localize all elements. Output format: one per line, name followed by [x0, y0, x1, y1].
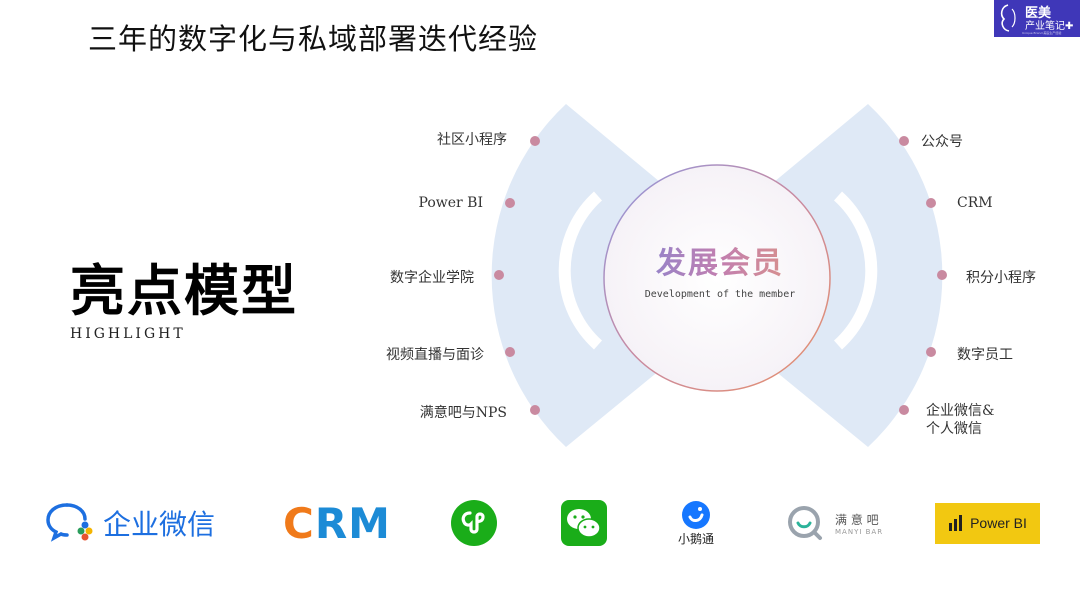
left-item-power-bi: Power BI	[418, 195, 483, 211]
page-title: 三年的数字化与私域部署迭代经验	[88, 22, 539, 56]
right-item-points-miniprogram: 积分小程序	[966, 270, 1036, 286]
manyiba-sublabel: MANYI BAR	[835, 527, 884, 536]
section-subheading: HIGHLIGHT	[70, 326, 186, 342]
manyiba-logo: 满 意 吧 MANYI BAR	[785, 495, 883, 551]
manyiba-label: 满 意 吧	[835, 512, 879, 527]
right-item-crm: CRM	[957, 195, 993, 211]
powerbi-logo: Power BI	[935, 495, 1040, 551]
xiaopengtong-icon	[682, 500, 710, 529]
crm-logo: CRM	[283, 495, 391, 551]
left-dots	[494, 136, 540, 415]
left-item-live-consult: 视频直播与面诊	[386, 347, 484, 363]
center-circle	[603, 164, 831, 392]
miniprogram-logo	[450, 495, 498, 551]
right-fan	[774, 104, 943, 447]
right-item-wecom: 企业微信&	[926, 403, 995, 419]
manyiba-icon	[788, 506, 822, 540]
left-arc	[558, 191, 603, 350]
wecom-logo: 企业微信	[45, 495, 215, 551]
wechat-icon	[561, 500, 607, 546]
wechat-logo	[560, 495, 608, 551]
right-arc	[833, 191, 878, 350]
right-item-digital-staff: 数字员工	[957, 347, 1013, 363]
right-item-official-account: 公众号	[921, 134, 963, 150]
center-subtitle: Development of the member	[644, 289, 796, 300]
crm-rm: RM	[314, 498, 391, 548]
right-dots	[899, 136, 947, 415]
xiaopengtong-label: 小鹅通	[678, 531, 715, 546]
brand-badge: 医美 产业笔记✚ Unique Brand 美医生产经验	[994, 0, 1080, 37]
section-heading: 亮点模型	[70, 259, 299, 323]
badge-line2: 产业笔记✚	[1025, 21, 1074, 32]
powerbi-icon	[949, 515, 963, 531]
center-title: 发展会员	[610, 238, 830, 282]
badge-line1: 医美	[1025, 6, 1052, 21]
right-item-personal-wechat: 个人微信	[926, 421, 982, 437]
face-logo-icon	[1000, 4, 1016, 32]
left-item-satisfaction-nps: 满意吧与NPS	[419, 405, 507, 421]
left-fan	[491, 104, 660, 447]
xiaopengtong-logo: 小鹅通	[678, 495, 714, 551]
miniprogram-icon	[451, 500, 497, 546]
badge-line3: Unique Brand 美医生产经验	[1022, 31, 1062, 35]
left-item-community-miniprogram: 社区小程序	[437, 132, 507, 148]
wecom-label: 企业微信	[103, 508, 216, 541]
crm-c: C	[283, 498, 315, 548]
powerbi-label: Power BI	[970, 515, 1027, 531]
wecom-icon	[46, 503, 93, 542]
left-item-digital-academy: 数字企业学院	[390, 270, 474, 286]
